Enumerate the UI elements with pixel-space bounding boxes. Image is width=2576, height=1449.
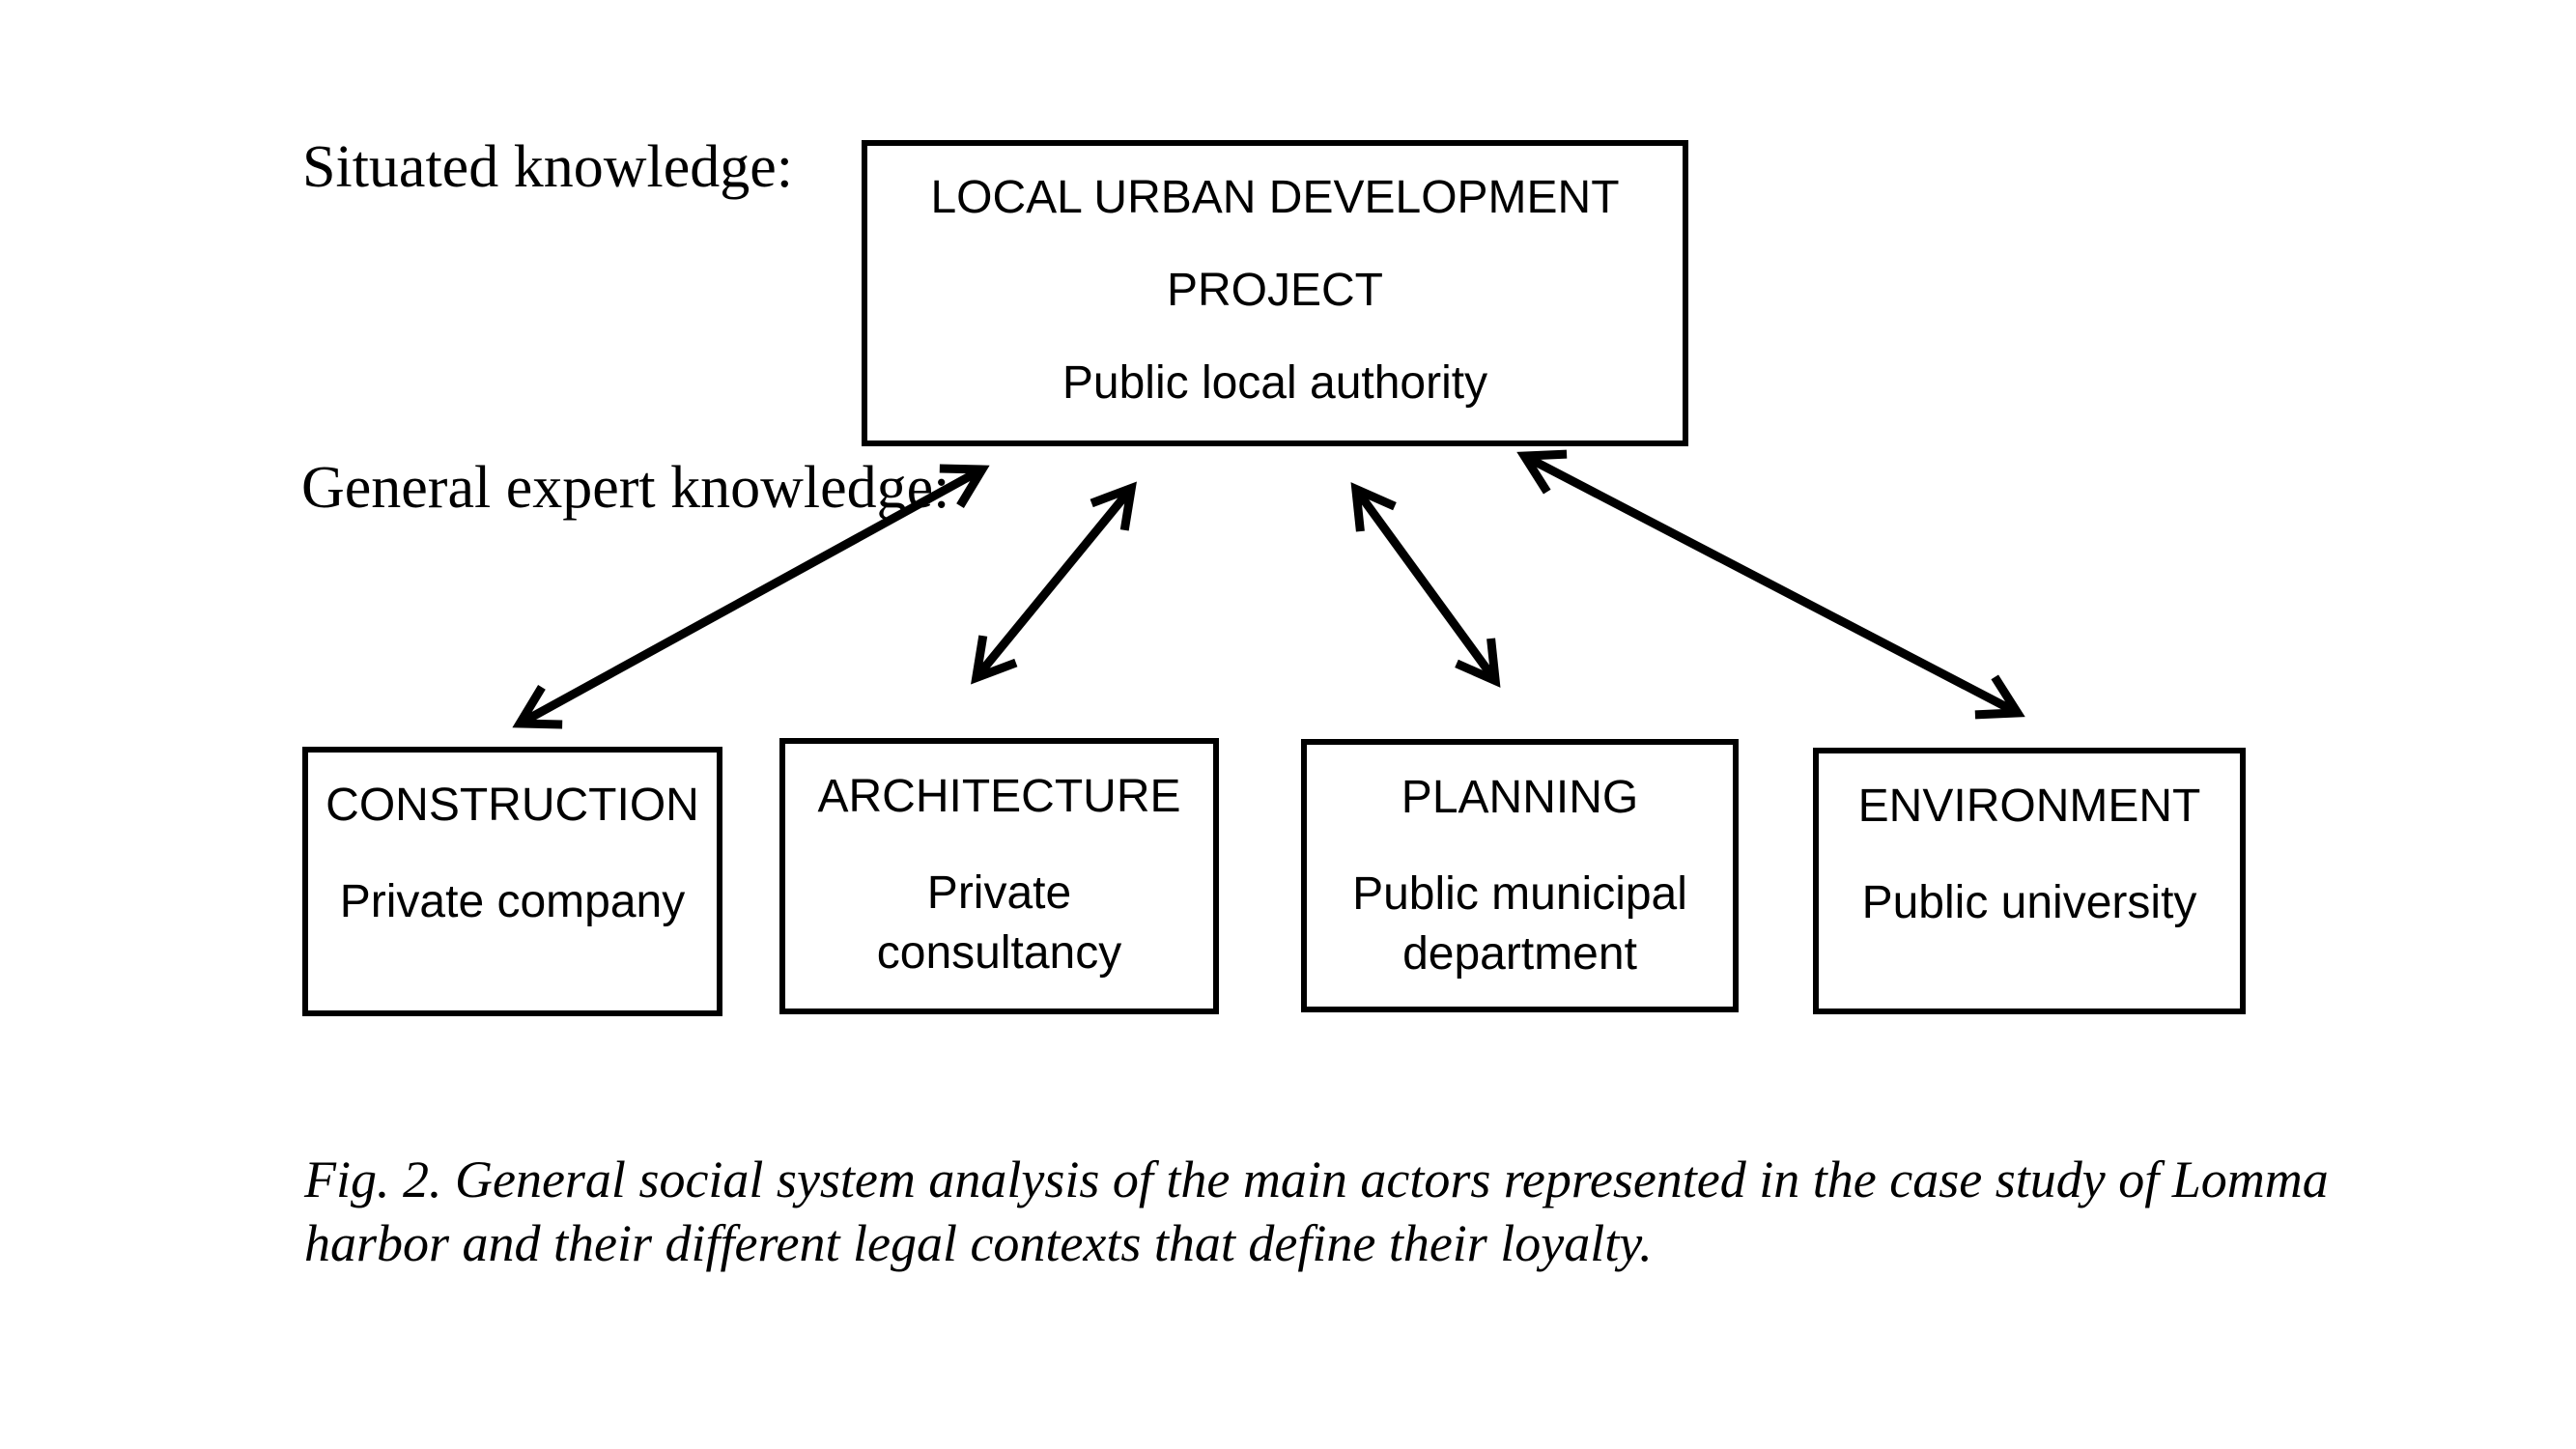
actor-box-environment: ENVIRONMENT Public university [1813,748,2246,1014]
arrow-project-environment [1516,449,2025,720]
actor-subtitle-line: Public university [1861,877,2197,928]
project-box-line-2: PROJECT [1166,265,1383,316]
actor-subtitle-line: Public municipal [1352,868,1687,920]
figure-caption: Fig. 2. General social system analysis o… [304,1148,2329,1275]
project-box-line-1: LOCAL URBAN DEVELOPMENT [930,172,1620,223]
actor-box-planning: PLANNING Public municipal department [1301,739,1739,1012]
actor-box-architecture: ARCHITECTURE Private consultancy [779,738,1219,1014]
actor-title: CONSTRUCTION [326,780,699,831]
arrow-project-architecture [971,481,1137,685]
project-box: LOCAL URBAN DEVELOPMENT PROJECT Public l… [862,140,1688,446]
actor-subtitle-line: Private [926,867,1072,919]
project-box-line-3: Public local authority [1062,357,1488,409]
actor-box-construction: CONSTRUCTION Private company [302,747,722,1016]
actor-title: ARCHITECTURE [817,771,1181,822]
label-situated-knowledge: Situated knowledge: [302,134,793,200]
actor-subtitle-line: consultancy [876,927,1122,979]
caption-line-1: Fig. 2. General social system analysis o… [304,1151,2329,1208]
caption-line-2: harbor and their different legal context… [304,1214,1653,1272]
actor-subtitle-line: department [1402,928,1637,980]
arrow-project-planning [1350,482,1501,688]
label-general-expert-knowledge: General expert knowledge: [301,455,950,521]
actor-title: PLANNING [1401,772,1639,823]
actor-subtitle-line: Private company [339,876,686,927]
actor-title: ENVIRONMENT [1857,781,2201,832]
